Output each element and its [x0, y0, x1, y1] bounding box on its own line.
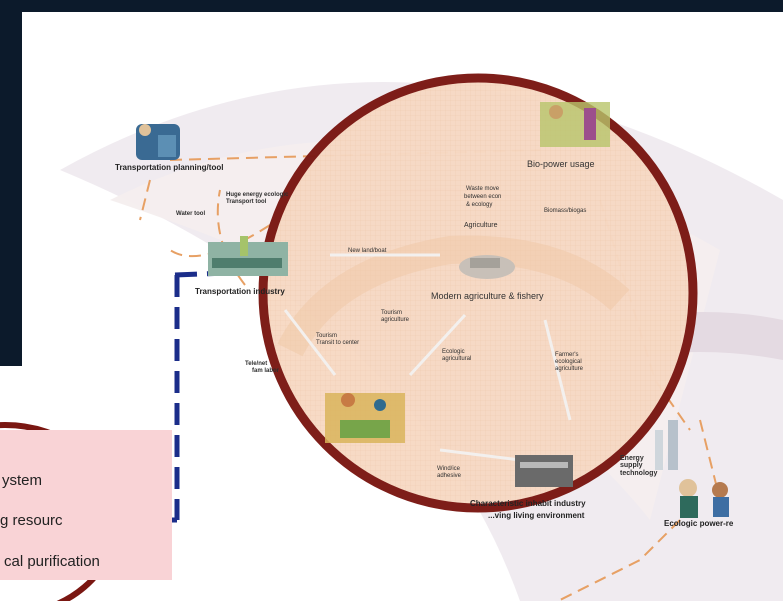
- characteristic-industry-icon: [515, 455, 573, 487]
- edge-waste-move: Waste move: [466, 186, 500, 192]
- node-characteristic: Characteristic inhabit industry: [470, 499, 586, 508]
- left-dark-panel: [0, 0, 22, 366]
- edge-ecology: & ecology: [466, 202, 493, 208]
- side-list-item-3: cal purification: [4, 553, 100, 570]
- edge-wind-2: adhesive: [437, 473, 462, 479]
- node-characteristic-2: ...ving living environment: [488, 511, 585, 520]
- edge-ecologic-agri: Ecologic: [442, 349, 465, 355]
- edge-farmers-3: agriculture: [555, 366, 584, 372]
- top-dark-band: [0, 0, 783, 12]
- edge-huge-energy: Huge energy ecologic: [226, 192, 289, 198]
- edge-tourism-agri-2: agriculture: [381, 317, 410, 323]
- edge-agriculture: Agriculture: [464, 222, 498, 229]
- edge-wind-1: Wind/ice: [437, 466, 461, 472]
- edge-transport-tool: Transport tool: [226, 199, 267, 205]
- node-energy-supply: Energy supply technology: [620, 455, 658, 477]
- modern-agriculture-icon: [459, 255, 515, 279]
- side-list-box: ystem g resourc cal purification: [0, 430, 172, 580]
- side-list-item-2: g resourc: [0, 512, 63, 529]
- edge-tourism-agri: Tourism: [381, 310, 403, 316]
- edge-ecologic-agri-2: agricultural: [442, 356, 472, 362]
- inner-ring: [277, 235, 630, 357]
- ecologic-power-icon: [679, 479, 729, 518]
- node-transport-industry: Transportation industry: [195, 287, 285, 296]
- tourism-agriculture-icon: [325, 393, 405, 443]
- edge-tourism-2: Transit to center: [316, 340, 360, 346]
- bio-power-icon: [540, 102, 610, 147]
- edge-between-econ: between econ: [464, 194, 502, 200]
- inner-arrows: [283, 253, 572, 462]
- transport-industry-icon: [208, 236, 288, 276]
- node-transport-planning: Transportation planning/tool: [115, 163, 224, 172]
- energy-supply-icon: [655, 420, 678, 470]
- edge-tourism: Tourism: [316, 333, 338, 339]
- node-ecologic-power: Ecologic power-re: [664, 519, 734, 528]
- edge-biomass: Biomass/biogas: [544, 208, 587, 214]
- side-list-item-1: ystem: [2, 472, 43, 489]
- node-bio-power: Bio-power usage: [527, 159, 595, 169]
- edge-farmers-2: ecological: [555, 359, 582, 365]
- node-modern-agriculture: Modern agriculture & fishery: [431, 291, 544, 301]
- edge-tele: Tele/net: [245, 361, 268, 367]
- edge-tele-2: fam labor: [252, 368, 280, 374]
- edge-new-land: New land/boat: [348, 248, 387, 254]
- transport-planning-icon: [136, 124, 180, 160]
- edge-water-tool: Water tool: [176, 211, 206, 217]
- edge-farmers-1: Farmer's: [555, 352, 579, 358]
